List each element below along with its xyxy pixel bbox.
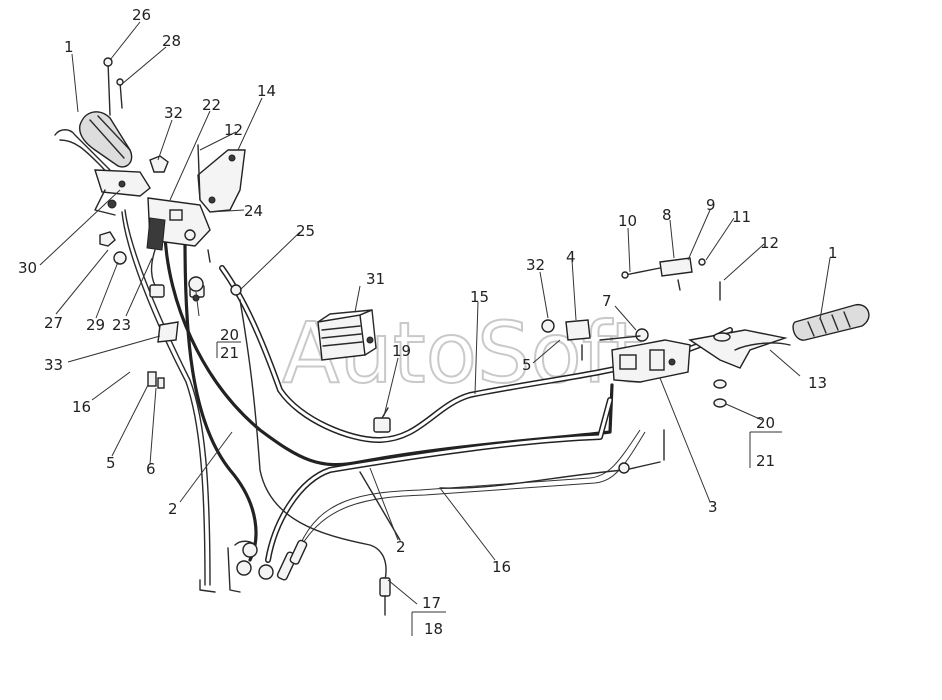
callout-32-left: 32 [164, 104, 183, 122]
right-fasteners [541, 257, 727, 474]
callout-32-right: 32 [526, 256, 545, 274]
callout-10: 10 [618, 212, 637, 230]
callout-6: 6 [146, 460, 156, 478]
leader-lines [39, 21, 831, 605]
callout-19: 19 [392, 342, 411, 360]
callout-4: 4 [566, 248, 576, 266]
callout-labels: 1 26 28 32 22 12 14 24 25 31 30 27 29 23… [18, 6, 838, 638]
left-grip-assembly [54, 111, 151, 216]
callout-2-left: 2 [168, 500, 178, 518]
right-switch-block [599, 328, 691, 383]
cable-connectors [236, 539, 391, 616]
callout-22: 22 [202, 96, 221, 114]
callout-18: 18 [424, 620, 443, 638]
callout-25: 25 [296, 222, 315, 240]
callout-12-right: 12 [760, 234, 779, 252]
callout-31: 31 [366, 270, 385, 288]
callout-3: 3 [708, 498, 718, 516]
callout-24: 24 [244, 202, 263, 220]
callout-12-left: 12 [224, 121, 243, 139]
callout-5-left: 5 [106, 454, 116, 472]
callout-20-right: 20 [756, 414, 775, 432]
mirror-bracket [197, 144, 246, 213]
left-fasteners [99, 57, 242, 389]
callout-9: 9 [706, 196, 716, 214]
cable-harness [121, 209, 661, 593]
callout-26: 26 [132, 6, 151, 24]
callout-17: 17 [422, 594, 441, 612]
callout-28: 28 [162, 32, 181, 50]
callout-21-right: 21 [756, 452, 775, 470]
callout-16-left: 16 [72, 398, 91, 416]
callout-27: 27 [44, 314, 63, 332]
callout-1-right: 1 [828, 244, 838, 262]
callout-1-left: 1 [64, 38, 74, 56]
fraction-bars [216, 341, 782, 636]
handlebar-tube [219, 265, 733, 443]
tube-clamp [373, 407, 391, 433]
callout-2-center: 2 [396, 538, 406, 556]
callout-7: 7 [602, 292, 612, 310]
callout-14: 14 [257, 82, 276, 100]
callout-13: 13 [808, 374, 827, 392]
relay-box [317, 309, 377, 361]
callout-11: 11 [732, 208, 751, 226]
callout-16-bottom: 16 [492, 558, 511, 576]
right-grip [792, 304, 870, 341]
callout-15: 15 [470, 288, 489, 306]
callout-8: 8 [662, 206, 672, 224]
callout-21-left: 21 [220, 344, 239, 362]
right-lever [688, 329, 791, 369]
callout-5-right: 5 [522, 356, 532, 374]
callout-23: 23 [112, 316, 131, 334]
callout-30: 30 [18, 259, 37, 277]
callout-33: 33 [44, 356, 63, 374]
callout-20-left: 20 [220, 326, 239, 344]
callout-29: 29 [86, 316, 105, 334]
